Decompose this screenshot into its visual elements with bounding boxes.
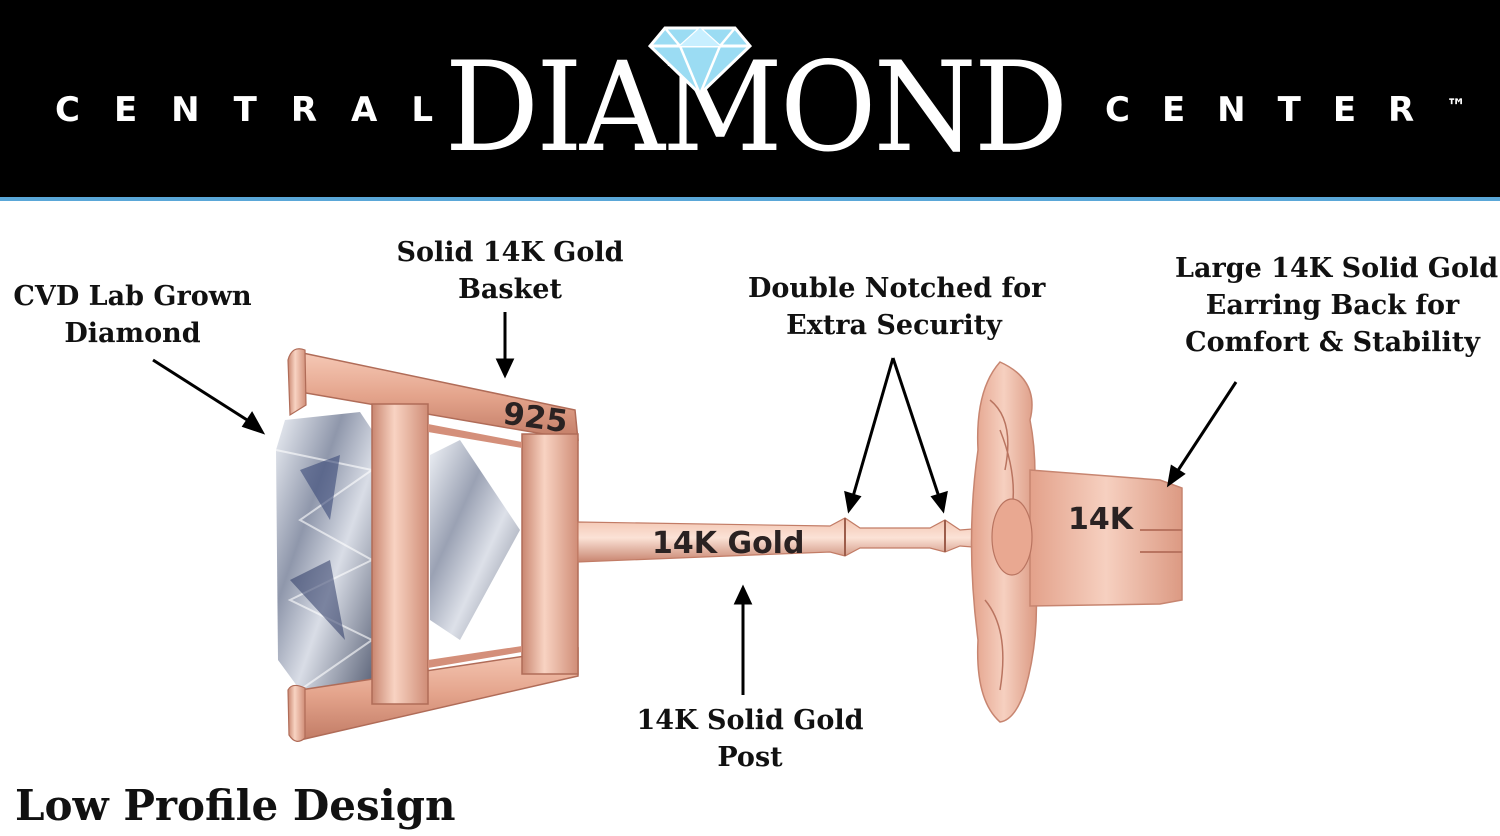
- label-diamond-line2: Diamond: [64, 318, 201, 349]
- label-earring-back-line1: Large 14K Solid Gold: [1175, 253, 1499, 284]
- label-earring-back-line2: Earring Back for: [1205, 290, 1460, 321]
- brand-main-text: DIAMOND: [444, 34, 1069, 180]
- earring-back: [970, 361, 1183, 723]
- label-post-line2: Post: [717, 742, 783, 773]
- brand-word-left: CENTRAL: [55, 90, 467, 130]
- label-post: 14K Solid Gold Post: [635, 702, 865, 776]
- diamond-logo-icon: [647, 26, 753, 98]
- brand-word-right: CENTER™: [1105, 90, 1466, 130]
- header-accent-rule: [0, 197, 1500, 201]
- gold-basket: [287, 348, 579, 742]
- label-diamond-line1: CVD Lab Grown: [13, 281, 252, 312]
- label-notched: Double Notched for Extra Security: [748, 270, 1046, 344]
- label-basket: Solid 14K Gold Basket: [395, 234, 625, 308]
- trademark-mark: ™: [1446, 94, 1467, 118]
- label-notched-line1: Double Notched for: [748, 273, 1046, 304]
- label-post-line1: 14K Solid Gold: [636, 705, 864, 736]
- label-notched-line2: Extra Security: [786, 310, 1002, 341]
- brand-header: CENTRAL DIAMOND CENTER™: [0, 0, 1500, 197]
- label-basket-line1: Solid 14K Gold: [396, 237, 624, 268]
- label-basket-line2: Basket: [458, 274, 562, 305]
- post-engraving: 14K Gold: [652, 526, 805, 561]
- back-engraving: 14K: [1068, 502, 1133, 537]
- brand-word-main: DIAMOND: [415, 39, 1095, 176]
- label-diamond: CVD Lab Grown Diamond: [10, 278, 255, 352]
- footer-title: Low Profile Design: [15, 781, 456, 830]
- label-earring-back: Large 14K Solid Gold Earring Back for Co…: [1175, 250, 1499, 361]
- brand-right-text: CENTER: [1105, 90, 1447, 130]
- callout-arrows: [152, 312, 1238, 695]
- label-earring-back-line3: Comfort & Stability: [1185, 327, 1480, 358]
